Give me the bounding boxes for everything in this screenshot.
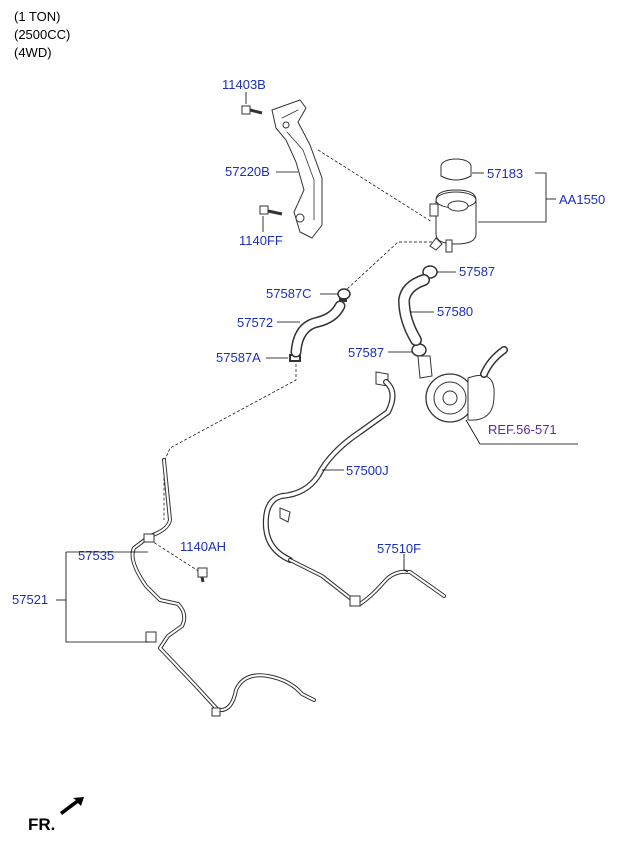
- clamp-57587C: [337, 288, 351, 302]
- hose-57572: [290, 300, 346, 358]
- dash-57587A-return: [163, 364, 297, 520]
- label-57535[interactable]: 57535: [78, 548, 114, 563]
- label-ref-56-571[interactable]: REF.56-571: [488, 422, 557, 437]
- label-1140FF[interactable]: 1140FF: [239, 233, 283, 248]
- label-57587-top[interactable]: 57587: [459, 264, 495, 279]
- spec-line-drive: (4WD): [14, 45, 52, 60]
- pressure-hose-57500J: [262, 371, 396, 606]
- front-arrow-icon: [60, 797, 84, 815]
- front-label: FR.: [28, 815, 55, 834]
- pipe-57510F: [349, 569, 446, 607]
- clamp-57587-mid: [411, 343, 427, 357]
- clip-57535: [143, 533, 155, 543]
- label-AA1550[interactable]: AA1550: [559, 192, 605, 207]
- spec-line-engine: (2500CC): [14, 27, 70, 42]
- label-57183[interactable]: 57183: [487, 166, 523, 181]
- label-57572[interactable]: 57572: [237, 315, 273, 330]
- dash-bracket-reservoir: [317, 149, 433, 223]
- label-57500J[interactable]: 57500J: [346, 463, 389, 478]
- label-57521[interactable]: 57521: [12, 592, 48, 607]
- label-57587C[interactable]: 57587C: [266, 286, 312, 301]
- spec-line-capacity: (1 TON): [14, 9, 60, 24]
- label-57587A[interactable]: 57587A: [216, 350, 261, 365]
- label-57510F[interactable]: 57510F: [377, 541, 421, 556]
- power-steering-pump: [417, 346, 508, 423]
- bolt-1140FF: [259, 205, 283, 216]
- hose-57580: [398, 274, 430, 346]
- bolt-1140AH: [197, 567, 208, 583]
- label-57220B[interactable]: 57220B: [225, 164, 270, 179]
- bolt-11403B: [241, 105, 263, 115]
- label-1140AH[interactable]: 1140AH: [180, 539, 226, 554]
- return-line-57521: [130, 458, 316, 717]
- reservoir-cap-57183: [440, 158, 472, 181]
- clamp-57587A: [289, 354, 301, 362]
- label-11403B[interactable]: 11403B: [222, 77, 266, 92]
- leader-ref: [465, 419, 578, 445]
- leader-AA1550: [478, 172, 547, 223]
- label-57580[interactable]: 57580: [437, 304, 473, 319]
- leader-57510F: [403, 554, 409, 573]
- reservoir-AA1550: [429, 189, 477, 253]
- label-57587-mid[interactable]: 57587: [348, 345, 384, 360]
- bracket-57220B: [271, 99, 323, 239]
- dash-reservoir-57587C: [345, 241, 432, 291]
- leader-57521-bracket: [65, 552, 148, 643]
- front-direction-indicator: FR.: [28, 797, 84, 834]
